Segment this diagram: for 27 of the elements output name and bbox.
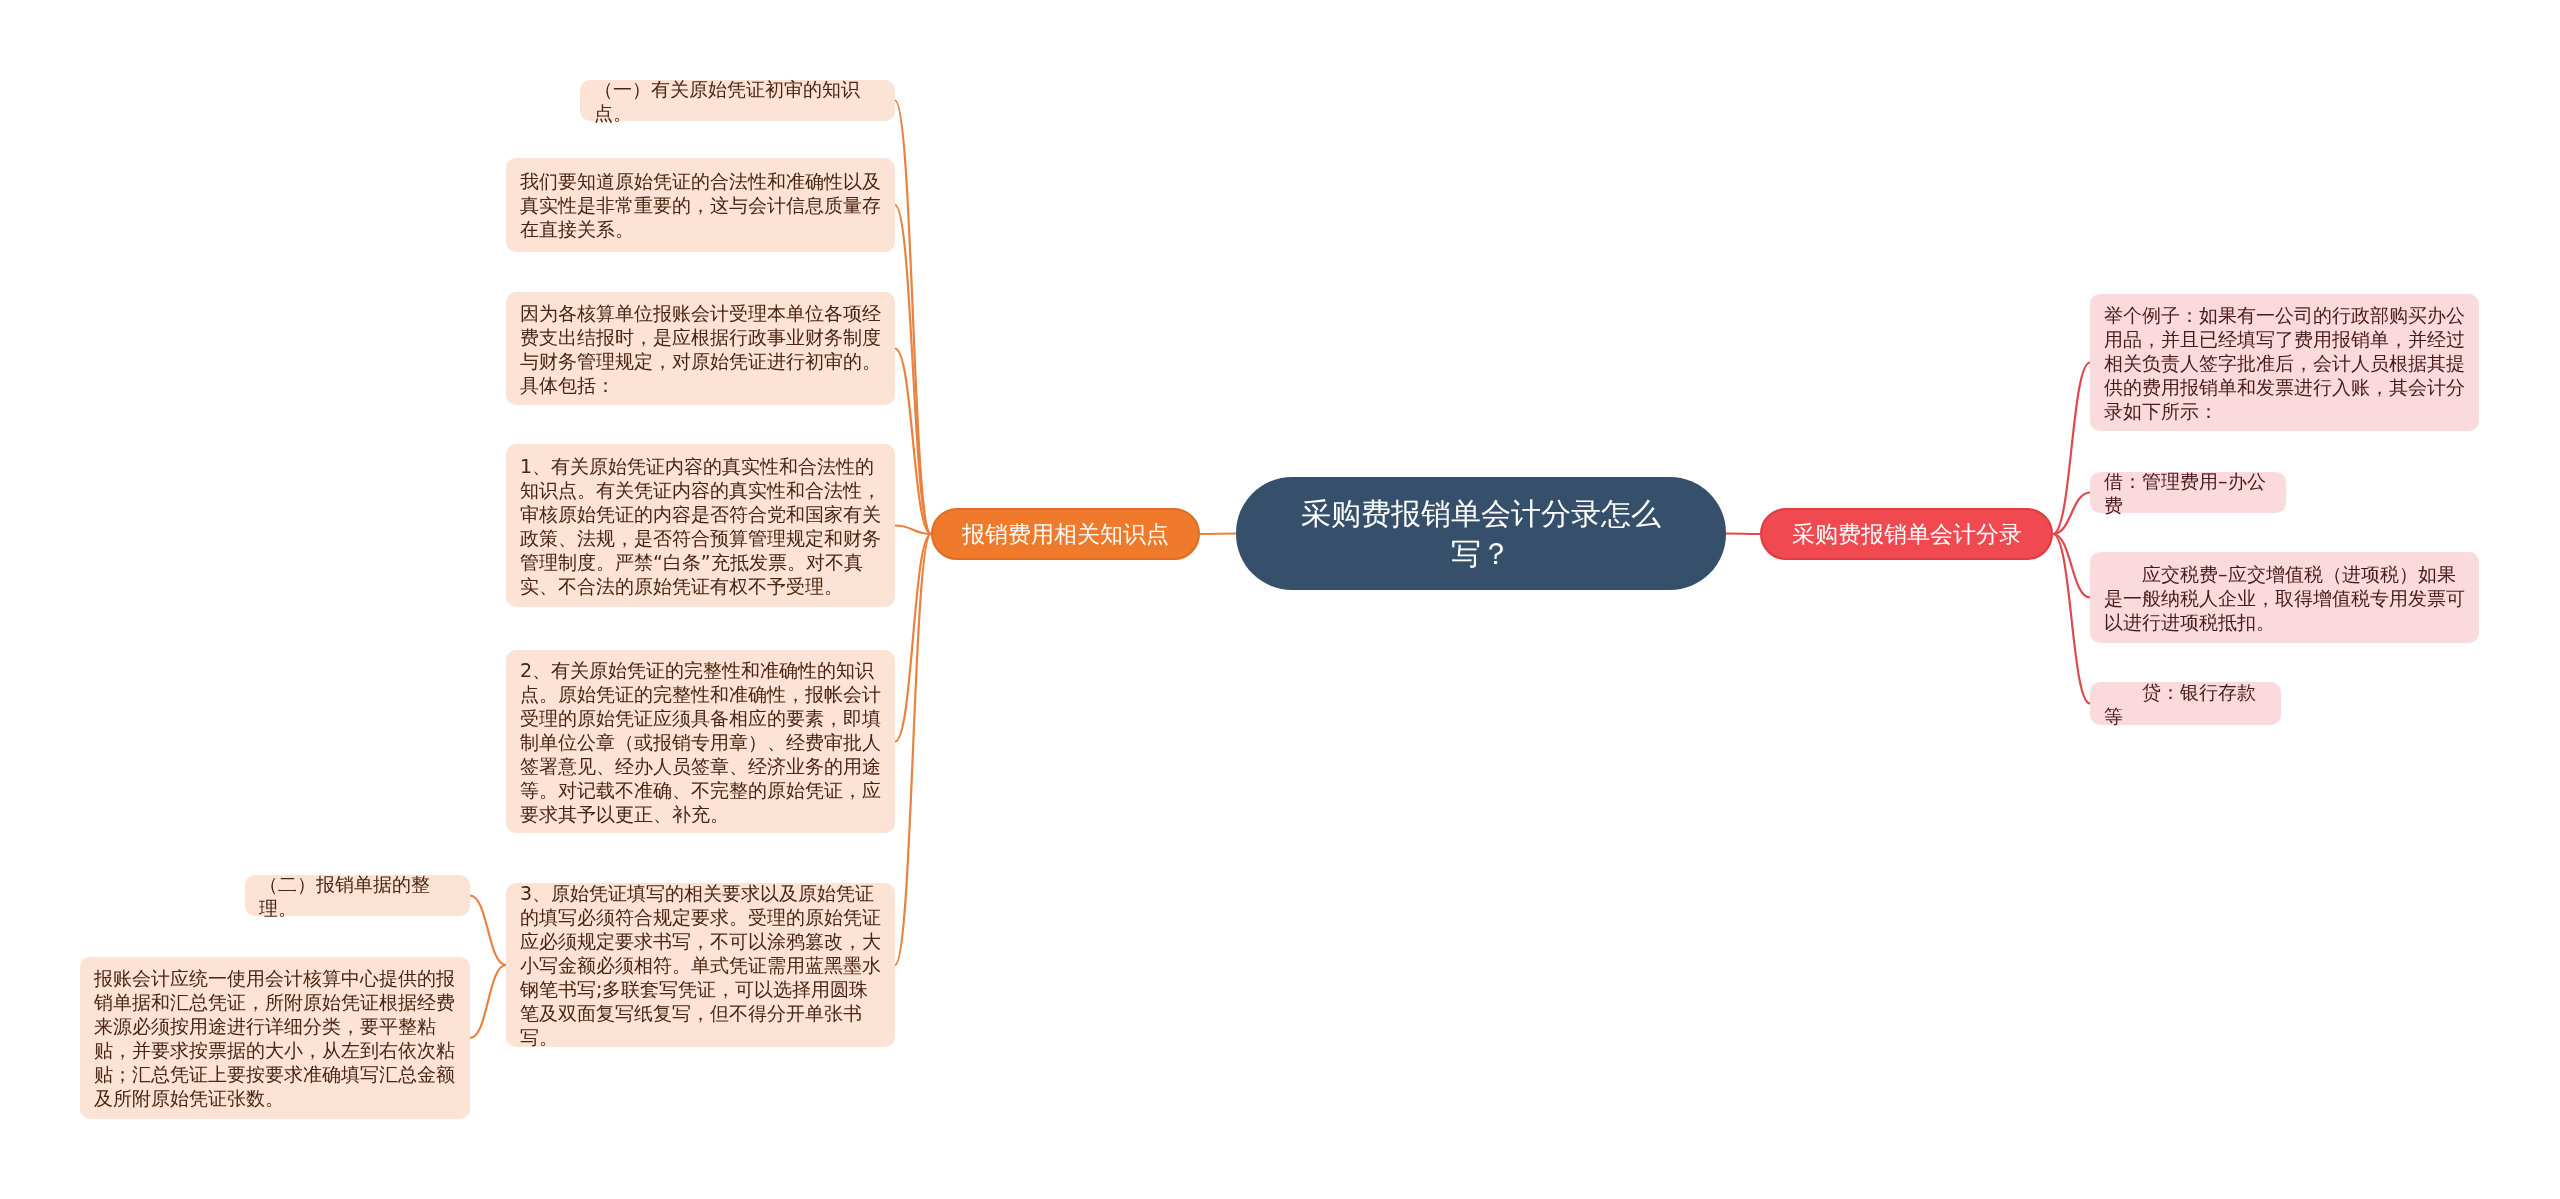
- connector-line: [1726, 532, 1760, 536]
- central-topic: 采购费报销单会计分录怎么写？: [1236, 477, 1726, 590]
- connector-line: [2052, 532, 2091, 599]
- connector-line: [2052, 361, 2091, 535]
- connector-line: [469, 963, 507, 1040]
- topic-box: （二）报销单据的整理。: [245, 875, 470, 916]
- topic-box: （一）有关原始凭证初审的知识点。: [580, 80, 895, 121]
- topic-box: 贷：银行存款等: [2090, 682, 2281, 725]
- branch-topic: 报销费用相关知识点: [931, 508, 1200, 560]
- topic-box: 2、有关原始凭证的完整性和准确性的知识点。原始凭证的完整性和准确性，报帐会计受理的原始凭证应须具备相应的要素，即填制单位公章（或报销专用章）、经费审批人签署意见、经办人员签章、经济业务的用途等。对记载不准确、不完整的原始凭证，应要求其予以更正、补充。: [506, 650, 895, 833]
- topic-box: 应交税费–应交增值税（进项税）如果是一般纳税人企业，取得增值税专用发票可以进行进项税抵扣。: [2090, 552, 2479, 643]
- connector-line: [894, 533, 932, 743]
- topic-box: 我们要知道原始凭证的合法性和准确性以及真实性是非常重要的，这与会计信息质量存在直接关系。: [506, 158, 895, 252]
- connector-line: [2052, 533, 2091, 705]
- topic-box: 因为各核算单位报账会计受理本单位各项经费支出结报时，是应根据行政事业财务制度与财务管理规定，对原始凭证进行初审的。具体包括：: [506, 292, 895, 405]
- topic-box: 3、原始凭证填写的相关要求以及原始凭证的填写必须符合规定要求。受理的原始凭证应必须规定要求书写，不可以涂鸦篡改，大小写金额必须相符。单式凭证需用蓝黑墨水钢笔书写;多联套写凭证，可以选择用圆珠笔及双面复写纸复写，但不得分开单张书写。: [506, 883, 895, 1047]
- connector-line: [894, 347, 932, 535]
- topic-box: 举个例子：如果有一公司的行政部购买办公用品，并且已经填写了费用报销单，并经过相关负责人签字批准后，会计人员根据其提供的费用报销单和发票进行入账，其会计分录如下所示：: [2090, 294, 2479, 431]
- connector-line: [469, 894, 507, 967]
- connector-line: [894, 524, 932, 536]
- connector-line: [1200, 532, 1236, 536]
- connector-line: [894, 100, 932, 535]
- topic-box: 1、有关原始凭证内容的真实性和合法性的知识点。有关凭证内容的真实性和合法性，审核原始凭证的内容是否符合党和国家有关政策、法规，是否符合预算管理规定和财务管理制度。严禁“白条”充抵发票。对不真实、不合法的原始凭证有权不予受理。: [506, 444, 895, 607]
- connector-line: [894, 533, 932, 966]
- topic-box: 借：管理费用–办公费: [2090, 472, 2286, 513]
- topic-box: 报账会计应统一使用会计核算中心提供的报销单据和汇总凭证，所附原始凭证根据经费来源必须按用途进行详细分类，要平整粘贴，并要求按票据的大小，从左到右依次粘贴；汇总凭证上要按要求准确填写汇总金额及所附原始凭证张数。: [80, 957, 470, 1119]
- branch-topic: 采购费报销单会计分录: [1760, 508, 2053, 560]
